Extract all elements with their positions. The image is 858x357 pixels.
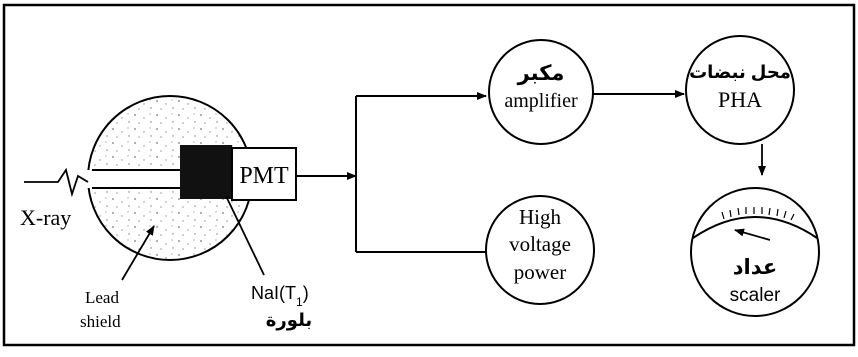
crystal-pointer-line <box>225 195 265 276</box>
scaler-circle <box>690 187 820 317</box>
lead-shield <box>86 95 253 261</box>
pmt-box <box>231 147 297 201</box>
scaler-label: scaler <box>730 285 781 306</box>
pha-circle <box>685 35 795 145</box>
pha-arabic-label: محل نبضات <box>689 62 791 82</box>
amplifier-arabic-label: مكبر <box>517 62 565 85</box>
hv-label-line2: voltage <box>509 232 571 256</box>
hv-label-line3: power <box>514 260 566 284</box>
shield-label: shield <box>80 312 121 331</box>
nai-label: NaI(T1) <box>251 283 309 309</box>
outer-frame <box>2 3 856 347</box>
scaler-arabic-label: عداد <box>733 256 777 279</box>
nai-crystal <box>180 145 232 199</box>
crystal-arabic-label: بلورة <box>266 310 312 331</box>
pha-label: PHA <box>718 87 762 112</box>
xray-label: X-ray <box>20 205 71 230</box>
lead-label: Lead <box>85 288 119 307</box>
nai-label-main: NaI(T <box>251 283 296 303</box>
amplifier-label: amplifier <box>504 90 578 112</box>
xray-wave <box>24 167 89 198</box>
hv-circle <box>485 195 595 305</box>
nai-label-close: ) <box>303 283 309 303</box>
scaler-dial-ticks <box>721 207 795 221</box>
hv-label-line1: High <box>519 205 562 229</box>
scaler-needle <box>734 228 771 241</box>
lead-pointer-arrow <box>121 225 155 281</box>
amplifier-circle <box>488 39 594 145</box>
nai-label-sub: 1 <box>296 295 303 309</box>
pmt-label: PMT <box>239 163 289 189</box>
